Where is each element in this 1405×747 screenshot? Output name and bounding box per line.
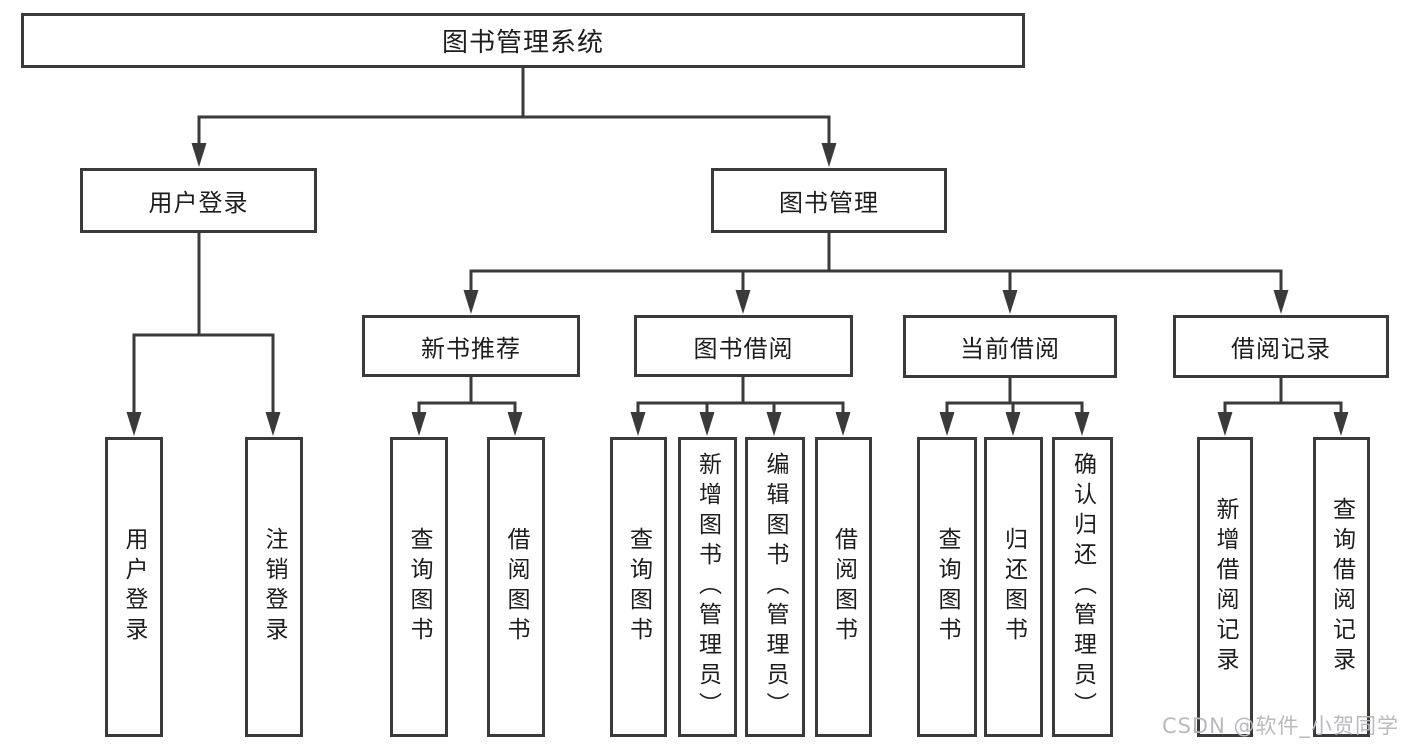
connector-current-borrow-to-leaves — [939, 375, 1090, 436]
leaf-edit-books-admin: 编辑图书（管理员） — [745, 437, 805, 737]
leaf-query-books-current: 查询图书 — [917, 437, 977, 737]
leaf-return-books: 归还图书 — [984, 437, 1043, 737]
leaf-borrow-books: 借阅图书 — [815, 437, 872, 737]
csdn-watermark: CSDN @软件_小贺同学 — [1161, 714, 1399, 738]
node-book-borrow: 图书借阅 — [634, 315, 853, 377]
connector-root-to-level2 — [191, 66, 837, 167]
connector-book-borrow-to-leaves — [630, 375, 851, 436]
node-current-borrow: 当前借阅 — [903, 315, 1117, 378]
leaf-query-borrow-record: 查询借阅记录 — [1313, 437, 1370, 737]
leaf-user-login: 用户登录 — [105, 437, 163, 737]
leaf-add-borrow-record: 新增借阅记录 — [1197, 437, 1253, 737]
node-new-book-recommend: 新书推荐 — [362, 315, 580, 377]
leaf-query-books-recommend: 查询图书 — [390, 437, 448, 737]
node-library-management-system: 图书管理系统 — [21, 13, 1025, 68]
connector-new-book-recommend-to-leaves — [411, 375, 523, 436]
node-book-management: 图书管理 — [711, 168, 947, 233]
leaf-borrow-books-recommend: 借阅图书 — [487, 437, 545, 737]
connector-user-login-to-leaves — [126, 230, 281, 436]
connector-book-management-to-level3 — [463, 231, 1289, 314]
leaf-add-books-admin: 新增图书（管理员） — [678, 437, 737, 737]
connector-borrow-records-to-leaves — [1217, 375, 1349, 436]
leaf-confirm-return-admin: 确认归还（管理员） — [1052, 437, 1113, 737]
node-user-login: 用户登录 — [80, 168, 317, 233]
node-borrow-records: 借阅记录 — [1173, 315, 1389, 378]
leaf-logout: 注销登录 — [245, 437, 303, 737]
leaf-query-books-borrow: 查询图书 — [610, 437, 667, 737]
